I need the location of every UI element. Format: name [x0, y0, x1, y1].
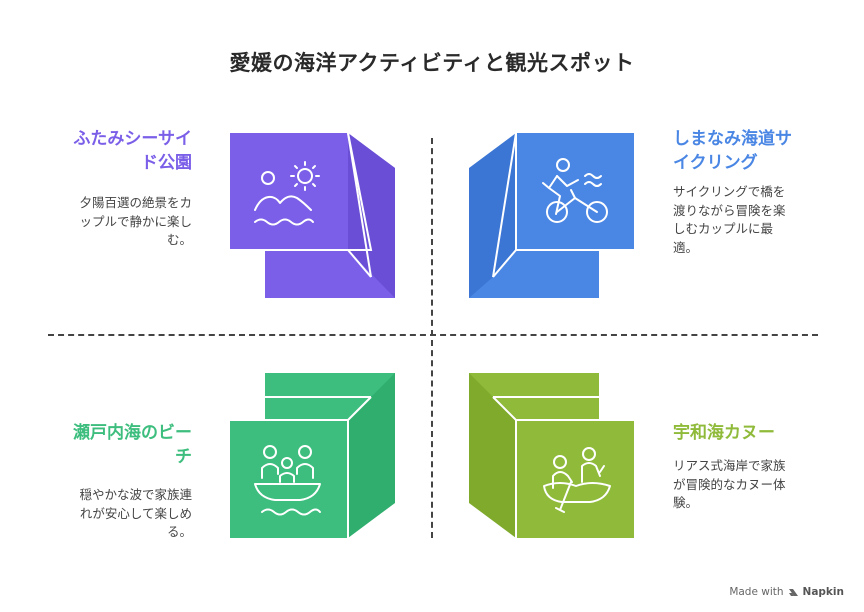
- heading-futami-seaside-park: ふたみシーサイ ド公園: [40, 127, 192, 175]
- heading-line: ド公園: [141, 153, 192, 173]
- heading-shimanami-cycling: しまなみ海道サ イクリング: [673, 127, 833, 175]
- cycling-icon: [542, 158, 608, 223]
- horizontal-divider: [48, 334, 818, 336]
- vertical-divider: [431, 138, 433, 538]
- desc-futami-seaside-park: 夕陽百選の絶景をカ ップルで静かに楽し む。: [40, 194, 192, 250]
- desc-line: る。: [166, 524, 192, 539]
- desc-line: リアス式海岸で家族: [673, 458, 786, 473]
- desc-line: 穏やかな波で家族連: [79, 487, 192, 502]
- made-with-label: Made with: [729, 586, 784, 598]
- desc-line: 験。: [673, 495, 699, 510]
- brand-name: Napkin: [802, 586, 844, 598]
- heading-line: 宇和海カヌー: [673, 423, 775, 443]
- family-boat-icon: [254, 445, 321, 516]
- napkin-logo-icon: [788, 588, 798, 596]
- cube-top-left: [230, 132, 395, 298]
- heading-line: しまなみ海道サ: [673, 129, 792, 149]
- desc-line: サイクリングで橋を: [673, 184, 786, 199]
- heading-line: チ: [175, 447, 192, 467]
- desc-line: 夕陽百選の絶景をカ: [79, 195, 192, 210]
- desc-setouchi-beach: 穏やかな波で家族連 れが安心して楽しめ る。: [40, 486, 192, 542]
- heading-uwakai-canoe: 宇和海カヌー: [673, 421, 833, 445]
- cube-bottom-right: [469, 373, 635, 538]
- desc-line: 渡りながら冒険を楽: [673, 202, 786, 218]
- cube-bottom-left: [229, 373, 395, 538]
- desc-line: が冒険的なカヌー体: [673, 476, 786, 492]
- cube-top-right: [469, 132, 634, 298]
- desc-line: しむカップルに最: [673, 221, 774, 236]
- heading-setouchi-beach: 瀬戸内海のビー チ: [40, 421, 192, 469]
- heading-line: イクリング: [673, 153, 758, 173]
- heading-line: ふたみシーサイ: [73, 129, 192, 149]
- desc-shimanami-cycling: サイクリングで橋を 渡りながら冒険を楽 しむカップルに最 適。: [673, 183, 833, 257]
- heading-line: 瀬戸内海のビー: [73, 423, 192, 443]
- desc-line: 適。: [673, 239, 699, 255]
- desc-line: れが安心して楽しめ: [79, 505, 192, 521]
- canoe-icon: [543, 447, 611, 513]
- page-title: 愛媛の海洋アクティビティと観光スポット: [229, 51, 635, 75]
- beach-sunset-icon: [254, 161, 320, 226]
- footer-credit[interactable]: Made with Napkin: [729, 586, 844, 598]
- desc-line: ップルで静かに楽し: [79, 213, 192, 229]
- desc-line: む。: [166, 232, 192, 247]
- desc-uwakai-canoe: リアス式海岸で家族 が冒険的なカヌー体 験。: [673, 457, 833, 513]
